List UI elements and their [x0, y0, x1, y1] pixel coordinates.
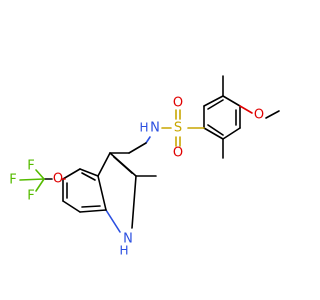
n-c-bond: [145, 136, 151, 144]
ring1-double: [207, 99, 224, 110]
ring1-double: [207, 124, 224, 136]
indole-double: [113, 156, 133, 174]
ring1-bond: [203, 127, 224, 140]
molecule-diagram: O S O O N H O F F F N H: [9, 75, 280, 258]
atom-labels: O S O O N H O F F F N H: [9, 96, 264, 258]
ring1-bond: [222, 127, 241, 140]
ether-oxygen-label: O: [53, 172, 63, 187]
sulfonyl-oxygen-top-label: O: [173, 96, 183, 111]
methoxy-methyl-bond: [265, 110, 280, 119]
fluorine-bottom-label: F: [27, 189, 34, 204]
ring2-double: [81, 172, 96, 181]
indole-nitrogen-label: N: [123, 232, 133, 247]
amide-nitrogen-label: N: [150, 121, 160, 136]
indole-bond: [105, 209, 121, 233]
c-f-bond: [35, 169, 45, 180]
ring2-bond: [62, 168, 81, 180]
indole-bond: [131, 175, 137, 229]
amide-hydrogen-label: H: [139, 121, 148, 135]
ring1-bond: [203, 95, 224, 107]
sulfonyl-oxygen-bottom-label: O: [173, 146, 183, 161]
ring2-double: [81, 205, 101, 208]
ring2-bond: [79, 209, 107, 213]
methoxy-oxygen-label: O: [254, 108, 264, 123]
fluorine-left-label: F: [9, 173, 16, 188]
indole-bond: [97, 175, 107, 211]
ring2-bond: [79, 168, 99, 177]
c-f-bond: [35, 178, 45, 192]
bond-lines: [19, 75, 280, 233]
c-f-bond: [19, 178, 45, 181]
indole-bond: [97, 152, 111, 177]
indole-hydrogen-label: H: [119, 244, 128, 258]
chain-bond: [128, 142, 147, 154]
sulfonyl-sulfur-label: S: [174, 121, 182, 136]
ring1-bond: [222, 95, 241, 107]
methoxy-bond: [239, 105, 253, 114]
ring2-bond: [62, 200, 81, 213]
fluorine-top-label: F: [27, 159, 34, 174]
